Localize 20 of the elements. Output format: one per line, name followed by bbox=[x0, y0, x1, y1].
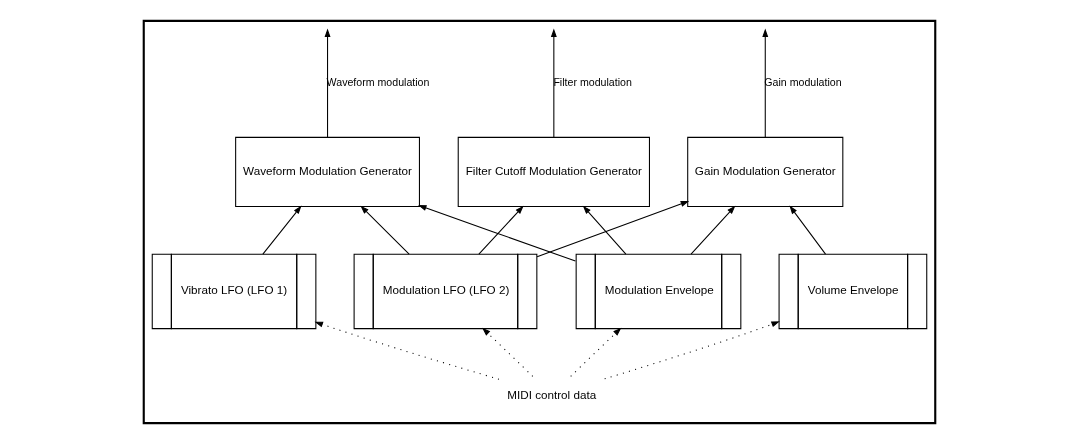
arrow bbox=[604, 321, 780, 380]
arrow bbox=[314, 321, 500, 380]
arrow bbox=[482, 327, 534, 377]
arrow bbox=[324, 28, 331, 138]
node-box: Gain Modulation Generator bbox=[687, 136, 844, 207]
arrow bbox=[582, 205, 627, 255]
arrow bbox=[478, 205, 524, 255]
edge-label: Filter modulation bbox=[553, 76, 632, 89]
arrow bbox=[789, 205, 827, 255]
arrow bbox=[360, 205, 410, 255]
node-box: Waveform Modulation Generator bbox=[235, 136, 420, 207]
node-text: MIDI control data bbox=[507, 387, 597, 401]
node-box: Filter Cutoff Modulation Generator bbox=[457, 136, 650, 207]
arrow bbox=[690, 205, 736, 255]
arrow bbox=[536, 200, 690, 258]
arrow bbox=[550, 28, 557, 138]
cluster bbox=[142, 19, 937, 425]
arrow bbox=[417, 205, 576, 262]
arrow bbox=[262, 205, 302, 255]
arrow bbox=[762, 28, 769, 138]
